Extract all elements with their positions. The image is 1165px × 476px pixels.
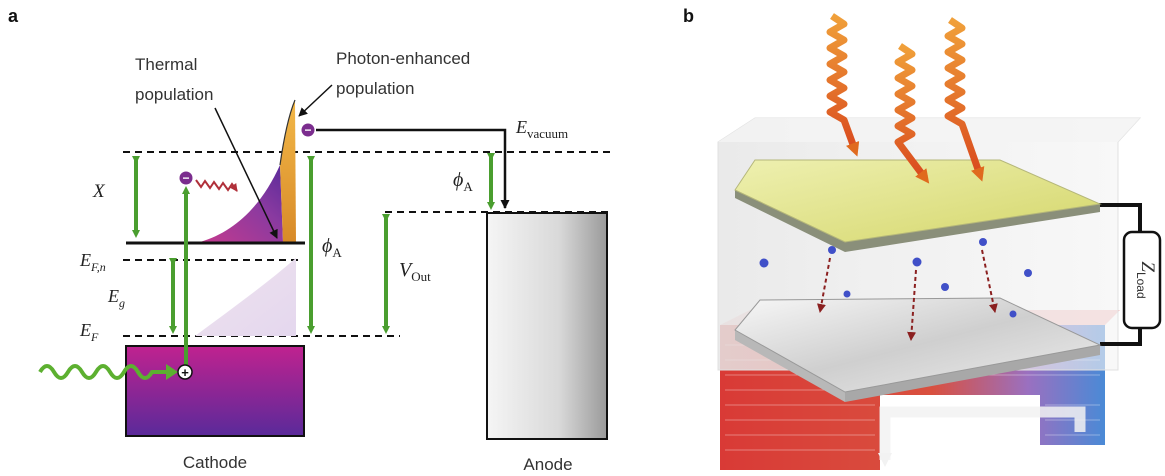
evac-symbol: Evacuum (515, 117, 568, 141)
anode-label: Anode (523, 455, 572, 474)
load-wire-bottom (1100, 328, 1142, 346)
phi-anode-symbol: ϕA (453, 169, 473, 194)
emitted-electron-sign: − (304, 123, 311, 137)
evac-base: E (515, 117, 527, 137)
efn-sub: F,n (90, 260, 106, 274)
load-label-sub: Load (1134, 272, 1148, 299)
chi-symbol: X (92, 181, 106, 202)
vout-base: V (399, 259, 414, 281)
efn-base: E (79, 250, 91, 270)
anode-block (486, 212, 608, 440)
sun-ray-1 (826, 13, 860, 157)
gap-electron (1024, 269, 1032, 277)
panel-a: a Cathode Anode Thermal population Photo… (8, 6, 610, 474)
hole-sign: + (181, 365, 189, 380)
load-resistor (1122, 230, 1162, 330)
anode-plate-front (845, 345, 1100, 402)
panel-b-letter: b (683, 6, 694, 26)
hole (177, 364, 193, 380)
cathode-block (125, 345, 305, 437)
load-wire-top (1098, 203, 1142, 232)
gap-electron (941, 283, 949, 291)
photon-arrowhead (166, 364, 178, 380)
ghost-distribution (195, 258, 296, 336)
sun-ray-2 (894, 43, 930, 184)
eg-base: E (107, 286, 119, 306)
phi-cathode-sub: A (332, 245, 342, 260)
evac-sub: vacuum (527, 126, 568, 141)
cathode-plate-front (735, 190, 1100, 252)
vout-symbol: VOut (399, 259, 431, 284)
gap-electron (912, 257, 922, 267)
photon-enhanced-shape (280, 100, 296, 242)
excited-electron-sign: − (182, 171, 189, 185)
electron-path (817, 257, 831, 313)
load-label: ZLoad (1134, 261, 1158, 298)
cathode-label: Cathode (183, 453, 247, 472)
ef-sub: F (90, 330, 99, 344)
ef-symbol: EF (79, 320, 99, 344)
load-label-base: Z (1137, 261, 1158, 272)
emission-path (316, 128, 510, 209)
vout-sub: Out (411, 269, 431, 284)
incoming-photon-wave (38, 364, 168, 380)
anode-plate-top (734, 297, 1102, 393)
phi-anode-sub: A (463, 179, 473, 194)
photon-pointer (298, 84, 333, 117)
eg-sub: g (119, 296, 125, 310)
sun-ray-3 (944, 17, 985, 182)
enclosure-top-face (718, 118, 1140, 142)
photon-outline (279, 99, 296, 166)
electron-path (907, 269, 917, 341)
thermalization-squiggle (195, 179, 238, 192)
gap-electron (979, 238, 987, 246)
emitted-electron (301, 123, 315, 137)
efn-symbol: EF,n (79, 250, 106, 274)
electron-paths (817, 249, 998, 341)
panel-a-letter: a (8, 6, 19, 26)
thermal-label-line2: population (135, 85, 213, 104)
cathode-plate-top (734, 159, 1102, 243)
panel-b: b ZLoad (683, 6, 1162, 470)
phi-cathode-base: ϕ (322, 235, 332, 257)
eg-symbol: Eg (107, 286, 125, 310)
excited-electron (179, 171, 193, 185)
phi-cathode-symbol: ϕA (322, 235, 342, 260)
gap-electron (843, 290, 851, 298)
thermal-population-shape (200, 165, 283, 242)
anode-plate-side (735, 330, 845, 402)
phi-anode-base: ϕ (453, 169, 463, 191)
ef-base: E (79, 320, 91, 340)
photon-label-line2: population (336, 79, 414, 98)
electron-path (981, 249, 998, 313)
coolant-flow-arrow (878, 406, 1086, 467)
gap-electron (759, 258, 769, 268)
photon-label-line1: Photon-enhanced (336, 49, 470, 68)
thermal-pointer (214, 107, 278, 239)
gap-electron (828, 246, 836, 254)
gap-electron (1009, 310, 1017, 318)
gap-electrons (759, 238, 1032, 318)
thermal-label-line1: Thermal (135, 55, 197, 74)
